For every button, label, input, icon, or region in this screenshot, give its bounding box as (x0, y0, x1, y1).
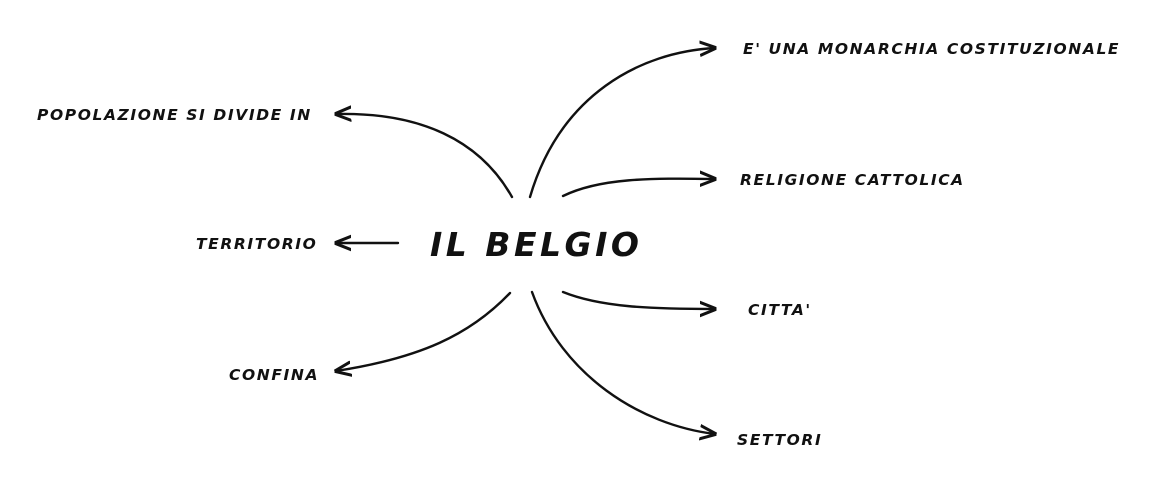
connector-confina (336, 291, 512, 371)
connector-citta (561, 290, 715, 309)
central-topic: IL BELGIO (430, 225, 643, 264)
branch-label-confina: CONFINA (229, 366, 320, 384)
branch-label-monarchia: E' UNA MONARCHIA COSTITUZIONALE (743, 40, 1121, 58)
connector-monarchia (528, 48, 715, 199)
branch-label-territorio: TERRITORIO (196, 235, 318, 253)
branch-label-popolazione: POPOLAZIONE SI DIVIDE IN (37, 106, 312, 124)
branch-label-settori: SETTORI (737, 431, 823, 449)
connector-popolazione (336, 114, 514, 199)
connector-religione (561, 179, 715, 198)
branch-label-religione: RELIGIONE CATTOLICA (740, 171, 965, 189)
branch-label-citta: CITTA' (748, 301, 812, 319)
connector-settori (530, 290, 715, 434)
